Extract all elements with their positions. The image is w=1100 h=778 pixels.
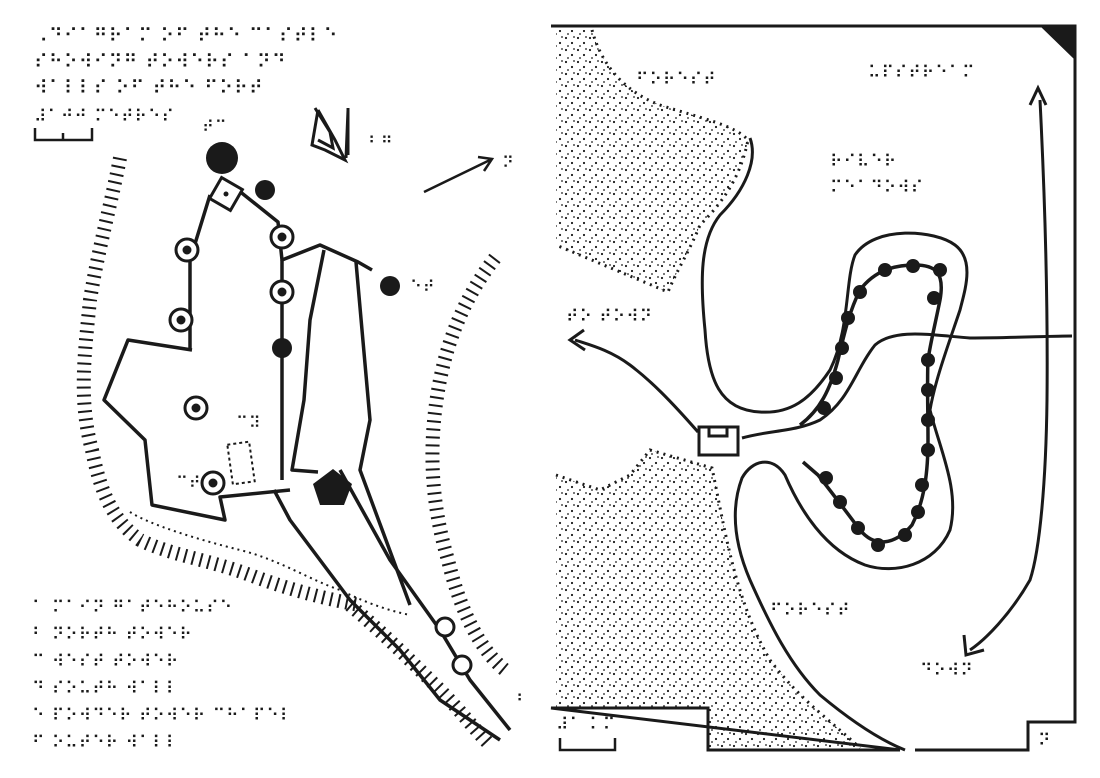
forest-area-top [556,30,748,292]
courtyard-outline [226,440,256,486]
north-arrow-icon [423,155,495,194]
label-downstream: ⠙⠕⠺⠝ [920,661,974,681]
slope-hachure-left [76,156,362,612]
river-banks [700,137,969,752]
site-map-panel: ⠋⠕⠗⠑⠎⠞ ⠥⠏⠎⠞⠗⠑⠁⠍ ⠗⠊⠧⠑⠗ ⠍⠑⠁⠙⠕⠺⠎ ⠞⠕ ⠞⠕⠺⠝ ⠋⠕… [550,24,1077,752]
label-corner: ⠝ [1038,731,1051,751]
east-tower [380,276,400,296]
label-river: ⠗⠊⠧⠑⠗ [830,152,897,172]
upstream-arrow-icon [962,84,1049,657]
label-north: ⠝ [502,153,515,172]
center-tower [272,338,292,358]
pentagon-tower [313,469,352,505]
legend-item: ⠉ ⠺⠑⠎⠞ ⠞⠕⠺⠑⠗ [32,652,179,672]
road-to-town [574,338,700,433]
label-forest-bottom: ⠋⠕⠗⠑⠎⠞ [770,601,851,621]
river-line [741,332,1073,440]
legend-item: ⠙ ⠎⠕⠥⠞⠓ ⠺⠁⠇⠇ [32,679,179,699]
label-east-tower: ⠑⠞ [410,277,435,296]
label-right-scale: ⠼⠁ ⠅⠍ [556,715,616,735]
ringed-towers [168,224,295,496]
label-top-building: ⠃⠛ [368,133,393,152]
label-center-tower: ⠉⠞ [176,473,201,492]
left-scale: ⠼⠁⠚⠚ ⠍⠑⠞⠗⠑⠎ [33,107,175,142]
north-tower [255,180,275,200]
left-braille-title: ⠠⠙⠊⠁⠛⠗⠁⠍ ⠕⠋ ⠞⠓⠑ ⠉⠁⠎⠞⠇⠑ ⠎⠓⠕⠺⠊⠝⠛ ⠞⠕⠺⠑⠗⠎ ⠁⠝… [34,25,339,99]
label-to-town: ⠞⠕ ⠞⠕⠺⠝ [566,307,653,327]
legend-item: ⠃ ⠝⠕⠗⠞⠓ ⠞⠕⠺⠑⠗ [32,625,193,645]
slope-hachure-right [425,253,510,676]
label-courtyard: ⠉⠽ [236,413,261,432]
corner-marker [1040,26,1075,60]
label-bottom: ⠃ [516,691,529,710]
label-forest-top: ⠋⠕⠗⠑⠎⠞ [636,70,717,90]
label-top: ⠞⠉ [202,117,227,136]
title-line-2: ⠎⠓⠕⠺⠊⠝⠛ ⠞⠕⠺⠑⠗⠎ ⠁⠝⠙ [34,51,287,73]
label-meadow: ⠍⠑⠁⠙⠕⠺⠎ [830,178,924,198]
label-upstream: ⠥⠏⠎⠞⠗⠑⠁⠍ [868,63,976,83]
legend-item: ⠑ ⠏⠕⠺⠙⠑⠗ ⠞⠕⠺⠑⠗ ⠉⠓⠁⠏⠑⠇ [32,706,293,726]
left-scale-label: ⠼⠁⠚⠚ ⠍⠑⠞⠗⠑⠎ [34,107,175,127]
forest-area-bottom [556,450,860,748]
legend-item: ⠋ ⠕⠥⠞⠑⠗ ⠺⠁⠇⠇ [32,733,179,753]
legend-item: ⠁ ⠍⠁⠊⠝ ⠛⠁⠞⠑⠓⠕⠥⠎⠑ [32,598,233,618]
title-line-3: ⠺⠁⠇⠇⠎ ⠕⠋ ⠞⠓⠑ ⠋⠕⠗⠞ [34,77,264,99]
trail-beads [817,259,947,552]
right-scale-bar [558,738,617,752]
castle-plan-panel: ⠠⠙⠊⠁⠛⠗⠁⠍ ⠕⠋ ⠞⠓⠑ ⠉⠁⠎⠞⠇⠑ ⠎⠓⠕⠺⠊⠝⠛ ⠞⠕⠺⠑⠗⠎ ⠁⠝… [32,25,529,753]
castle-icon [697,425,740,457]
title-line-1: ⠠⠙⠊⠁⠛⠗⠁⠍ ⠕⠋ ⠞⠓⠑ ⠉⠁⠎⠞⠇⠑ [34,25,339,47]
dotted-boundary [129,511,411,616]
legend: ⠁ ⠍⠁⠊⠝ ⠛⠁⠞⠑⠓⠕⠥⠎⠑ ⠃ ⠝⠕⠗⠞⠓ ⠞⠕⠺⠑⠗ ⠉ ⠺⠑⠎⠞ ⠞⠕… [32,598,293,753]
main-tower [206,142,238,174]
